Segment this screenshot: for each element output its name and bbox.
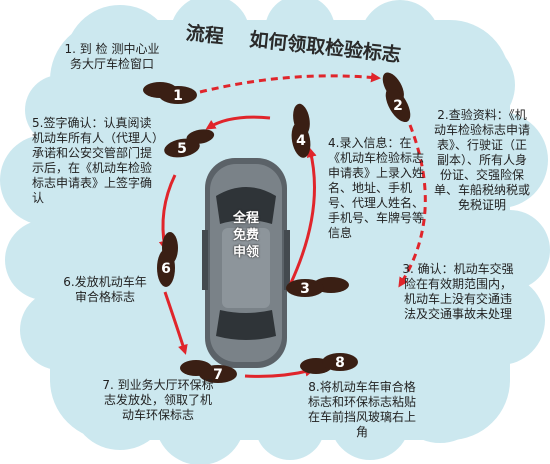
car-free-label: 全程 免费 申领 — [222, 210, 270, 261]
title-flow: 流程 — [184, 22, 225, 48]
step-4-text: 4.录入信息：在《机动车检验标志申请表》上录入姓名、地址、手机号、代理人姓名、手… — [328, 136, 425, 240]
step-number-5: 5 — [177, 141, 187, 157]
arrow-1-2-dashed — [199, 72, 381, 94]
step-number-7: 7 — [213, 367, 223, 383]
footprint-6 — [157, 232, 178, 287]
car-illustration — [202, 158, 290, 368]
step-number-3: 3 — [300, 281, 310, 297]
step-7-text: 7. 到业务大厅环保标志发放处，领取了机动车环保标志 — [102, 378, 214, 422]
car-label-line-3: 申领 — [232, 245, 259, 260]
step-number-8: 8 — [335, 355, 345, 371]
arrow-2-3-dashed — [398, 124, 427, 288]
step-number-4: 4 — [296, 133, 306, 149]
step-8-text: 8.将机动车年审合格标志和环保标志粘贴在车前挡风玻璃右上角 — [308, 380, 417, 439]
step-number-1: 1 — [173, 88, 183, 104]
step-5-text: 5.签字确认：认真阅读机动车所有人（代理人）承诺和公安交管部门提示后，在《机动车… — [32, 116, 159, 205]
footprint-5 — [164, 129, 215, 158]
arrow-3-4 — [288, 147, 317, 286]
step-3-text: 3. 确认：机动车交强险在有效期范围内，机动车上没有交通违法及交通事故未处理 — [402, 262, 514, 321]
step-numbers: 1 2 3 4 5 6 7 8 — [161, 88, 403, 383]
footprint-8 — [300, 353, 358, 374]
arrow-4-5 — [205, 115, 271, 130]
footprint-markers — [143, 72, 411, 383]
footprint-4 — [291, 103, 311, 158]
step-2-text: 2.查验资料：《机动车检验标志申请表》、行驶证（正副本）、所有人身份证、交强险保… — [434, 108, 531, 212]
step-number-6: 6 — [161, 261, 171, 277]
footprint-3 — [286, 277, 349, 297]
footprint-2 — [382, 72, 411, 123]
car-label-line-1: 全程 — [232, 211, 259, 226]
footprint-1 — [143, 82, 197, 104]
step-1-text: 1. 到 检 测中心业务大厅车检窗口 — [64, 42, 160, 71]
arrow-6-7 — [163, 291, 188, 355]
footprint-7 — [180, 360, 237, 383]
step-6-text: 6.发放机动车年审合格标志 — [63, 275, 147, 304]
step-number-2: 2 — [393, 98, 403, 114]
car-label-line-2: 免费 — [232, 228, 259, 243]
